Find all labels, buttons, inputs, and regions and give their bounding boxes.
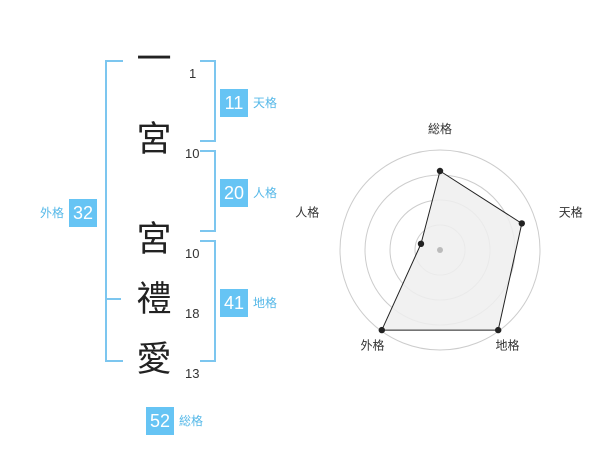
chikaku-label: 地格 [253, 296, 278, 310]
name-char-2-strokes: 10 [185, 146, 200, 161]
radar-point-2 [518, 220, 525, 227]
gaikaku-bracket [105, 60, 123, 362]
name-char-5-strokes: 13 [185, 366, 200, 381]
radar-axis-label-3: 地格 [495, 337, 519, 352]
gaikaku-label: 外格 [40, 206, 65, 220]
name-char-4: 禮 [136, 280, 172, 320]
soukaku-badge: 52 総格 [146, 407, 203, 435]
radar-series-area [381, 170, 523, 331]
jinkaku-label: 人格 [253, 186, 278, 200]
name-char-3: 宮 [136, 220, 172, 260]
name-char-1: 一 [136, 40, 172, 80]
name-char-3-strokes: 10 [185, 246, 200, 261]
tenkaku-bracket [200, 60, 216, 142]
radar-center-dot [437, 247, 443, 253]
gaikaku-value: 32 [69, 199, 98, 227]
jinkaku-value: 20 [220, 179, 248, 207]
chikaku-value: 41 [220, 289, 248, 317]
soukaku-label: 総格 [179, 414, 204, 428]
name-char-1-strokes: 1 [189, 66, 197, 81]
name-char-4-strokes: 18 [185, 306, 200, 321]
jinkaku-badge: 20 人格 [220, 179, 277, 207]
radar-grid-ring [339, 149, 541, 351]
jinkaku-bracket [200, 150, 216, 232]
radar-axis-label-1: 総格 [428, 121, 452, 136]
radar-point-3 [494, 326, 502, 334]
gaikaku-badge: 外格 32 [40, 199, 98, 227]
name-char-2: 宮 [136, 120, 172, 160]
gaikaku-divider [105, 298, 121, 300]
radar-axis-label-5: 人格 [295, 205, 319, 220]
tenkaku-badge: 11 天格 [220, 89, 277, 117]
tenkaku-label: 天格 [253, 96, 278, 110]
chikaku-badge: 41 地格 [220, 289, 277, 317]
name-char-5: 愛 [136, 340, 172, 380]
radar-point-4 [378, 326, 386, 334]
radar-point-1 [436, 167, 444, 175]
tenkaku-value: 11 [220, 89, 248, 117]
radar-point-5 [417, 240, 425, 248]
chikaku-bracket [200, 240, 216, 362]
radar-axis-label-4: 外格 [361, 337, 385, 352]
soukaku-value: 52 [146, 407, 174, 435]
radar-axis-label-2: 天格 [559, 205, 583, 220]
